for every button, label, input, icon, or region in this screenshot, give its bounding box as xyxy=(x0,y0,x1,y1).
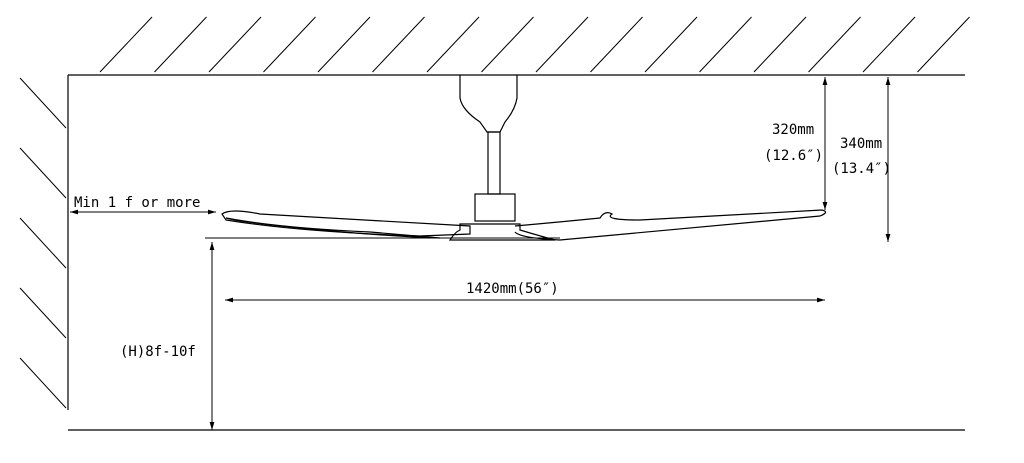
fan-canopy xyxy=(459,75,518,133)
hatch-line xyxy=(263,16,316,73)
hatch-line xyxy=(154,16,207,73)
ceiling-fan xyxy=(221,75,827,241)
hatch-line xyxy=(19,357,67,409)
fan-hub xyxy=(448,223,556,241)
hatch-line xyxy=(19,77,67,129)
hatch-line xyxy=(862,16,916,73)
side-clearance-label: Min 1 f or more xyxy=(74,195,200,211)
fan-downrod xyxy=(487,131,501,195)
hatch-line xyxy=(19,147,67,199)
drop-340-mm-label: 340mm xyxy=(840,136,882,152)
hatch-line xyxy=(99,16,153,73)
hatch-line xyxy=(535,16,589,73)
hatch-line xyxy=(19,287,67,339)
hatch-line xyxy=(426,16,480,73)
hatch-line xyxy=(317,16,371,73)
ceiling xyxy=(68,16,970,76)
height-label: (H)8f-10f xyxy=(120,344,196,360)
drop-340-in-label: (13.4″) xyxy=(832,161,891,177)
hatch-line xyxy=(590,16,643,73)
ceiling-hatching xyxy=(99,16,970,73)
span-label: 1420mm(56″) xyxy=(466,281,559,297)
hatch-line xyxy=(19,217,67,269)
hatch-line xyxy=(808,16,861,73)
drop-320-in-label: (12.6″) xyxy=(764,148,823,164)
hatch-line xyxy=(917,16,970,73)
wall-hatching xyxy=(19,77,67,409)
hatch-line xyxy=(372,16,425,73)
drop-320-mm-label: 320mm xyxy=(772,122,814,138)
wall xyxy=(19,75,69,410)
fan-motor xyxy=(474,193,516,222)
fan-blade-left-2 xyxy=(225,217,441,239)
hatch-line xyxy=(753,16,807,73)
hatch-line xyxy=(481,16,534,73)
hatch-line xyxy=(699,16,752,73)
fan-blade-right xyxy=(514,209,827,241)
hatch-line xyxy=(644,16,698,73)
hatch-line xyxy=(208,16,262,73)
